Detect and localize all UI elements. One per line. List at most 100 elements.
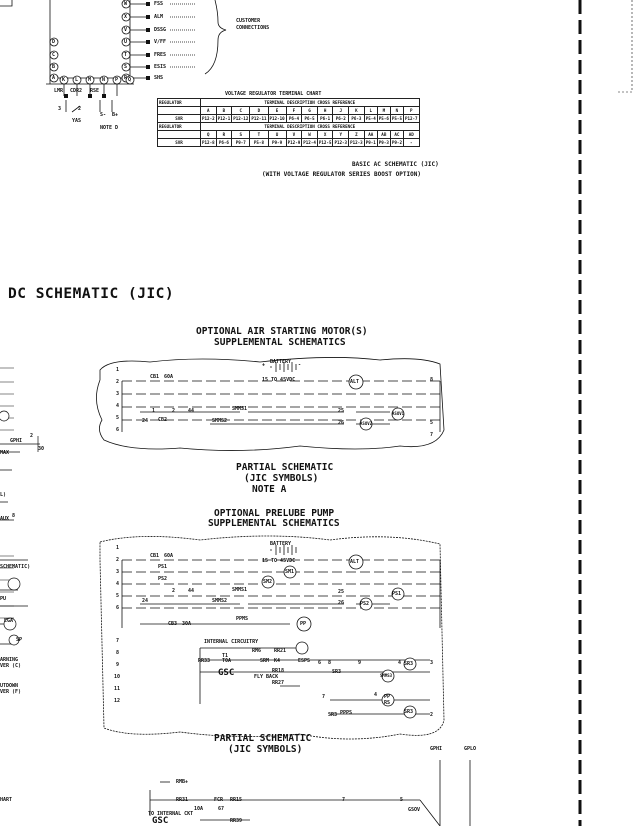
terminal-label: V/FF [154, 39, 167, 45]
chart-cell: P5-5 [389, 114, 404, 123]
dc-schematic-title: DC SCHEMATIC (JIC) [8, 286, 175, 302]
sp-label: SP [16, 637, 23, 643]
prelube-title: OPTIONAL PRELUBE PUMP [214, 508, 335, 519]
t10a-label: T0A [222, 658, 232, 664]
chart-cell: TERMINAL DESCRIPTION CROSS REFERENCE [200, 122, 420, 131]
terminal-label: DSSG [154, 27, 167, 33]
partial-schematic-subtitle-2: (JIC SYMBOLS) [228, 744, 303, 755]
row-number: 2 [116, 557, 120, 563]
row-number: 5 [116, 415, 120, 421]
voltage-label: 15 TO 45VDC [262, 377, 296, 383]
num-label: 3 [58, 106, 62, 112]
to-internal-label: TO INTERNAL CKT [148, 811, 194, 817]
chart-cell: P12-10 [267, 114, 287, 123]
terminal-label: ESIS [154, 64, 167, 70]
battery-label: BATTERY [270, 541, 292, 547]
row-number: 4 [116, 581, 120, 587]
rs-label: RS [384, 700, 391, 706]
terminal-letter: R [124, 75, 128, 81]
rr31-label: RR31 [176, 797, 189, 803]
terminal-letter: P [115, 77, 119, 83]
alt-label: ALT [350, 559, 360, 565]
chart-cell: AD [402, 130, 420, 139]
num-label: 2 [172, 408, 176, 414]
chart-cell: REGULATOR [157, 122, 201, 131]
row-number: 6 [116, 427, 120, 433]
terminal-letter: T [124, 52, 128, 58]
chart-cell: P12-3 [332, 138, 350, 147]
num-label: 4 [398, 660, 402, 666]
hart-label: HART [0, 797, 13, 803]
chart-cell: TERMINAL DESCRIPTION CROSS REFERENCE [200, 98, 420, 107]
k4-label: K4 [274, 658, 281, 664]
partial-schematic-title: PARTIAL SCHEMATIC [236, 462, 334, 473]
smms3-label: SMMS3 [380, 673, 393, 678]
cb3-label: CB3 [168, 621, 178, 627]
num-label: 2 [172, 588, 176, 594]
alt-label: ALT [350, 379, 360, 385]
sr3-label: SR3 [332, 669, 342, 675]
flyback-label: FLY BACK [254, 674, 279, 680]
warning-label: ARNING [0, 657, 19, 663]
terminal-letter: Q [128, 77, 132, 83]
ps2b-label: PS2 [360, 601, 370, 607]
schematic-fragment: SCHEMATIC) [0, 564, 31, 570]
chart-cell: P6-2 [332, 114, 350, 123]
chart-cell: P12-7 [402, 114, 420, 123]
chart-cell: P12-1 [215, 114, 233, 123]
terminal-letter: V [124, 27, 128, 33]
chart-cell: P6-5 [301, 114, 318, 123]
l-label: L) [0, 492, 7, 498]
yas-label: YAS [72, 118, 82, 124]
note-d-label: NOTE D [100, 125, 119, 131]
row-number: 3 [116, 391, 120, 397]
chart-cell: K [348, 106, 365, 115]
row-number: 5 [116, 593, 120, 599]
num-label: 24 [142, 598, 149, 604]
chart-cell: P9-7 [231, 138, 251, 147]
customer-connections-label: CONNECTIONS [236, 25, 270, 31]
num-label: 67 [218, 806, 225, 812]
chart-cell: T [249, 130, 269, 139]
num-label: 2 [30, 433, 34, 439]
srm-label: SRM [260, 658, 270, 664]
vr-chart-table: REGULATOR TERMINAL DESCRIPTION CROSS REF… [157, 98, 420, 147]
voltage-label: 15 TO 45VDC [262, 558, 296, 564]
air-start-subtitle: SUPPLEMENTAL SCHEMATICS [214, 337, 346, 348]
amp-label: 10A [194, 806, 204, 812]
row-number: 7 [116, 638, 120, 644]
chart-cell: L [363, 106, 378, 115]
fcr-label: FCR [214, 797, 224, 803]
sr3b-label: SR3 [404, 661, 414, 667]
num-label: 2 [78, 106, 82, 112]
chart-cell: Y [332, 130, 350, 139]
num-label: 1 [152, 408, 156, 414]
gplo-label: GPLO [464, 746, 477, 752]
num-label: 30 [38, 446, 45, 452]
chart-cell: D [249, 106, 269, 115]
vr-chart-title: VOLTAGE REGULATOR TERMINAL CHART [225, 91, 322, 97]
prelube-subtitle: SUPPLEMENTAL SCHEMATICS [208, 518, 340, 529]
chart-cell: C [231, 106, 251, 115]
chart-cell: SVR [157, 114, 201, 123]
chart-cell: P12-11 [249, 114, 269, 123]
num-label: 44 [188, 408, 195, 414]
s-minus-label: S- [100, 112, 107, 118]
gphi-label: GPHI [10, 438, 23, 444]
num-label: 9 [358, 660, 362, 666]
chart-cell: A [200, 106, 217, 115]
rr15-label: RR15 [230, 797, 243, 803]
rse-label: RSE [90, 88, 100, 94]
chart-cell: Q [200, 130, 217, 139]
chart-cell: REGULATOR [157, 98, 201, 107]
battery-label: BATTERY [270, 359, 292, 365]
num-label: 7 [342, 797, 346, 803]
rr21-label: RR21 [274, 648, 287, 654]
internal-circuitry-label: INTERNAL CIRCUITRY [204, 639, 259, 645]
chart-cell [157, 130, 201, 139]
num-label: 2 [430, 712, 434, 718]
num-label: 6 [318, 660, 322, 666]
num-label: 44 [188, 588, 195, 594]
terminal-letter: K [62, 77, 66, 83]
